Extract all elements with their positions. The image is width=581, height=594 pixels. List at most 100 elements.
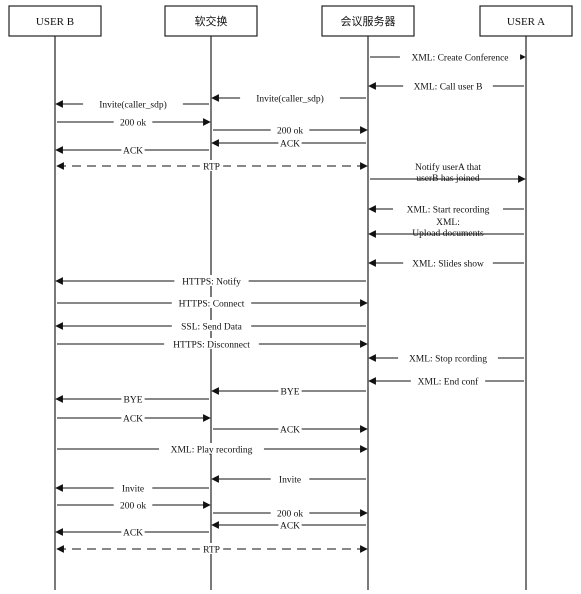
message-m25: Invite [211,473,366,486]
message-label-bg [174,275,249,286]
message-label: XML: Start recording [407,206,490,216]
participant-label: USER A [507,16,545,28]
message-m03: Invite(caller_sdp) [211,92,366,105]
message-label-bg [121,393,145,404]
message-m29: ACK [211,519,366,532]
message-label-bg [270,124,310,135]
lifelines [54,36,527,590]
message-label-bg [393,203,503,214]
participant-box [479,5,573,37]
message-m28: 200 ok [213,507,368,520]
message-label-bg [159,443,264,454]
message-label: ACK [280,426,300,436]
message-m08: ACK [55,144,209,157]
participant-usera: USER A [479,5,573,37]
message-m13: XML: Slides show [368,257,524,270]
message-m11: XML: Start recording [368,203,524,216]
message-label: Invite [279,476,301,486]
message-m07: ACK [211,137,366,150]
message-label: XML: Play recording [171,446,253,456]
message-m27: 200 ok [57,499,211,512]
message-label-bg [113,116,153,127]
message-label-bg [113,499,153,510]
message-m22: ACK [57,412,211,425]
message-label: 200 ok [277,510,303,520]
message-label: XML: Stop rcording [409,355,487,365]
message-label: ACK [280,140,300,150]
message-label: XML: End conf [418,377,480,388]
message-label: Invite(caller_sdp) [99,100,167,111]
message-label-bg [270,473,310,484]
message-m05: 200 ok [57,116,211,129]
message-m30: ACK [55,526,209,539]
message-m16: SSL: Send Data [55,320,366,333]
message-label-bg [399,51,521,62]
message-label-bg [278,385,302,396]
message-label-bg [113,482,153,493]
message-m20: BYE [211,385,366,398]
message-label-bg [199,543,224,554]
participant-label: 会议服务器 [341,15,396,28]
message-label: ACK [123,147,143,157]
participant-label: 软交换 [195,14,228,28]
participant-server: 会议服务器 [321,5,415,37]
message-label: 200 ok [120,502,146,512]
participant-label: USER B [36,16,74,28]
message-m18: XML: Stop rcording [368,352,524,365]
message-label-bg [403,80,493,91]
message-label-bg [278,519,302,530]
message-m01: XML: Create Conference [370,51,526,64]
message-m06: 200 ok [213,124,368,137]
message-label: BYE [124,396,143,406]
message-label-bg [270,507,310,518]
message-m21: BYE [55,393,209,406]
message-m14: HTTPS: Notify [55,275,366,288]
message-m24: XML: Play recording [57,443,368,456]
message-label-bg [410,375,486,386]
message-m09: RTP [56,160,368,173]
participant-box [8,5,102,37]
message-label: ACK [280,522,300,532]
message-m04: Invite(caller_sdp) [55,98,209,111]
message-label-bg [403,257,493,268]
message-label-bg [171,320,252,331]
message-m15: HTTPS: Connect [57,297,368,310]
message-label: XML: Slides show [412,260,484,270]
message-label-bg [199,160,224,171]
message-label: Invite [122,485,144,495]
message-m31: RTP [56,543,368,556]
message-label-bg [278,137,302,148]
message-label: RTP [203,546,220,556]
message-label-bg [121,526,145,537]
participant-box [164,5,258,37]
message-m23: ACK [213,423,368,436]
participant-box [321,5,415,37]
message-label-bg [171,297,252,308]
message-m26: Invite [55,482,209,495]
message-label: Invite(caller_sdp) [256,94,324,105]
participant-headers: USER B 软交换 会议服务器 USER A [8,5,573,37]
message-label: SSL: Send Data [181,323,242,333]
message-label: ACK [123,529,143,539]
message-label-bg [240,92,340,103]
message-label-bg [83,98,183,109]
message-label: BYE [281,388,300,398]
message-m17: HTTPS: Disconnect [57,338,368,351]
message-label-bg [398,352,498,363]
message-label: 200 ok [277,127,303,137]
participant-softswitch: 软交换 [164,5,258,37]
message-m02: XML: Call user B [368,80,524,93]
message-label: 200 ok [120,119,146,129]
message-label: XML: Call user B [414,83,483,93]
participant-userb: USER B [8,5,102,37]
message-label-bg [278,423,302,434]
message-label-bg [164,338,259,349]
message-m19: XML: End conf [368,375,524,388]
message-label: XML: Create Conference [411,53,508,64]
message-label: ACK [123,415,143,425]
